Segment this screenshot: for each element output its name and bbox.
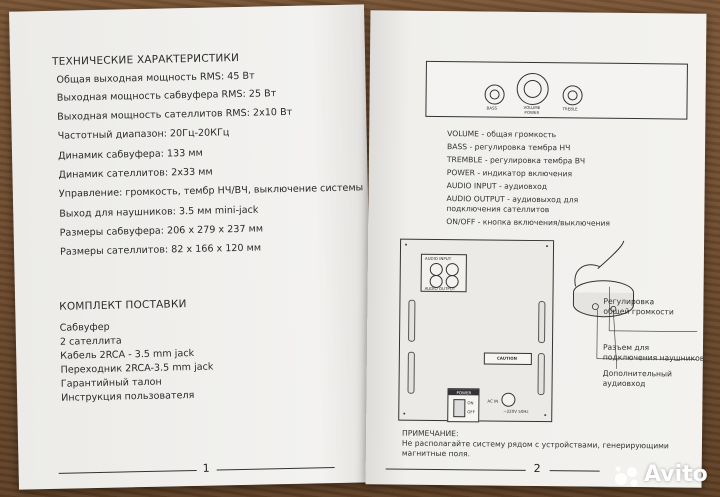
kit-heading: КОМПЛЕКТ ПОСТАВКИ — [59, 298, 187, 313]
footer-rule — [385, 468, 526, 471]
spec-line: Динамик сателлитов: 2x33 мм — [58, 166, 213, 181]
caution-label: CAUTION — [496, 355, 518, 361]
page-number: 1 — [202, 461, 210, 475]
manual-page-left: ТЕХНИЧЕСКИЕ ХАРАКТЕРИСТИКИ Общая выходна… — [9, 4, 374, 490]
legend-line: BASS - регулировка тембра НЧ — [447, 142, 571, 153]
legend-line: AUDIO INPUT - аудиовход — [446, 181, 548, 192]
legend-line: подключения сателлитов — [446, 204, 550, 215]
callout-volume-line1: Регулировка — [603, 296, 655, 307]
voltage-label: ~220V 50Hz — [503, 408, 529, 414]
bass-label: BASS — [486, 105, 498, 111]
legend-line: AUDIO OUTPUT - аудиовыход для — [446, 194, 579, 205]
callout-headphones-line2: подключения наушников — [602, 352, 705, 363]
on-off-switch-icon — [453, 399, 466, 418]
callout-aux-line1: Дополнительный — [602, 368, 673, 379]
bass-knob-icon — [484, 84, 505, 105]
spec-line: Размеры сабвуфера: 206 x 279 x 237 мм — [59, 223, 264, 239]
legend-line: ON/OFF - кнопка включения/выключения — [446, 217, 611, 228]
spec-line: Динамик сабвуфера: 133 мм — [57, 147, 203, 162]
volume-knob-icon — [516, 72, 549, 106]
footer-rule — [549, 470, 600, 472]
legend-line: POWER - индикатор включения — [446, 168, 573, 179]
spec-line: Размеры сателлитов: 82 x 166 x 120 мм — [59, 242, 262, 258]
device-front-panel-diagram: BASS VOLUME POWER TREBLE — [425, 60, 688, 120]
page-number: 2 — [533, 461, 541, 476]
subwoofer-rear-panel-diagram: AUDIO INPUT AUDIO OUTPUT CAUTION POWER O… — [398, 238, 555, 423]
audio-connector-block: AUDIO INPUT AUDIO OUTPUT — [420, 253, 467, 293]
vent-slot — [537, 353, 545, 396]
ac-in-label: AC IN — [487, 398, 499, 404]
on-label: ON — [467, 400, 474, 406]
power-switch-block: POWER ON OFF — [447, 388, 480, 423]
spec-line: Выход для наушников: 3.5 мм mini-jack — [59, 204, 259, 220]
vent-slot — [408, 299, 416, 342]
caution-sticker: CAUTION — [483, 352, 532, 365]
avito-wordmark: Avito — [644, 462, 708, 487]
callout-volume-line2: общей громкости — [603, 306, 674, 317]
vent-slot — [407, 351, 415, 394]
kit-item: Кабель 2RCA - 3.5 mm jack — [60, 347, 195, 362]
spec-heading: ТЕХНИЧЕСКИЕ ХАРАКТЕРИСТИКИ — [51, 51, 240, 68]
vent-slot — [538, 301, 546, 344]
kit-item: Инструкция пользователя — [61, 389, 195, 404]
callout-headphones-line1: Разъем для — [602, 342, 650, 353]
kit-item: Переходник 2RCA-3.5 mm jack — [60, 361, 214, 376]
spec-line: Управление: громкость, тембр НЧ/ВЧ, выкл… — [58, 182, 364, 200]
power-switch-label: POWER — [456, 390, 472, 396]
avito-logo-icon — [615, 466, 638, 487]
power-label: POWER — [524, 109, 540, 116]
off-label: OFF — [467, 409, 476, 415]
footer-rule — [58, 469, 197, 474]
audio-input-label: AUDIO INPUT — [424, 255, 452, 262]
legend-line: VOLUME - общая громкость — [447, 129, 557, 140]
treble-knob-icon — [562, 85, 583, 106]
treble-label: TREBLE — [562, 106, 578, 112]
kit-item: Сабвуфер — [59, 321, 110, 334]
spec-line: Выходная мощность сателлитов RMS: 2x10 В… — [57, 106, 293, 123]
manual-page-right: BASS VOLUME POWER TREBLE VOLUME - общая … — [365, 10, 707, 488]
callout-aux-line2: аудиовход — [602, 378, 646, 389]
spec-line: Общая выходная мощность RMS: 45 Вт — [56, 70, 255, 86]
kit-item: Гарантийный талон — [60, 376, 162, 390]
footer-rule — [216, 467, 335, 471]
control-pod-diagram — [572, 240, 698, 369]
note-line: магнитные поля. — [401, 448, 471, 459]
audio-output-label: AUDIO OUTPUT — [424, 285, 456, 292]
kit-item: 2 сателлита — [59, 335, 122, 348]
spec-line: Выходная мощность сабвуфера RMS: 25 Вт — [56, 88, 277, 104]
power-cable-socket-icon — [501, 392, 516, 407]
note-heading: ПРИМЕЧАНИЕ: — [402, 428, 459, 439]
legend-line: TREMBLE - регулировка тембра ВЧ — [446, 155, 586, 166]
spec-line: Частотный диапазон: 20Гц-20КГц — [57, 127, 230, 142]
